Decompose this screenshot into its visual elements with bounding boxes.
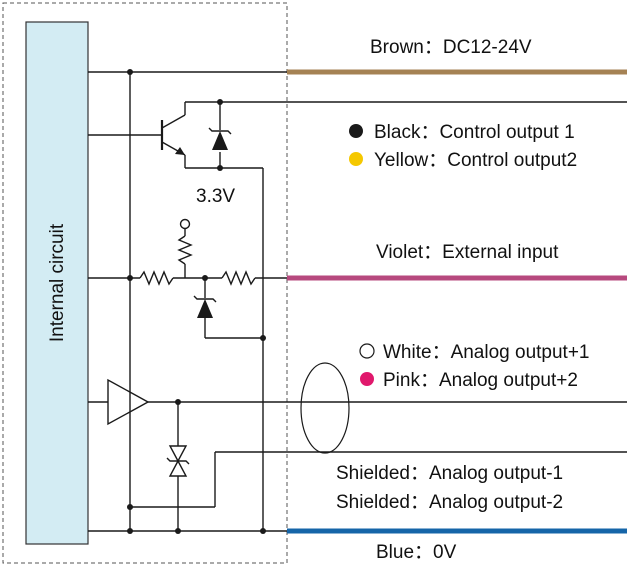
shield-ellipse [300, 362, 350, 454]
junction-dots [127, 69, 266, 534]
internal-circuit-block [25, 21, 89, 545]
zener-voltage-label: 3.3V [196, 186, 235, 207]
shielded-2-label: Shielded：Analog output-2 [336, 492, 563, 513]
zener-diode-lower [193, 295, 217, 318]
pink-wire-label: Pink：Analog output+2 [383, 370, 578, 391]
yellow-wire-label: Yellow：Control output2 [374, 150, 577, 171]
black-wire-dot [349, 124, 363, 138]
yellow-wire-dot [349, 152, 363, 166]
internal-circuit-label: Internal circuit [47, 223, 68, 342]
shielded-1-label: Shielded：Analog output-1 [336, 463, 563, 484]
pink-wire-dot [360, 372, 374, 386]
black-wire-label: Black：Control output 1 [374, 122, 575, 143]
blue-wire-label: Blue：0V [376, 542, 457, 563]
tvs-diode [166, 445, 190, 477]
brown-wire-label: Brown：DC12-24V [370, 37, 532, 58]
white-wire-label: White：Analog output+1 [383, 342, 590, 363]
circuit-wires [88, 71, 627, 532]
zener-diode-upper [208, 127, 232, 150]
violet-wire-label: Violet：External input [376, 242, 559, 263]
sensor-boundary [2, 2, 288, 564]
white-wire-dot [359, 343, 375, 359]
